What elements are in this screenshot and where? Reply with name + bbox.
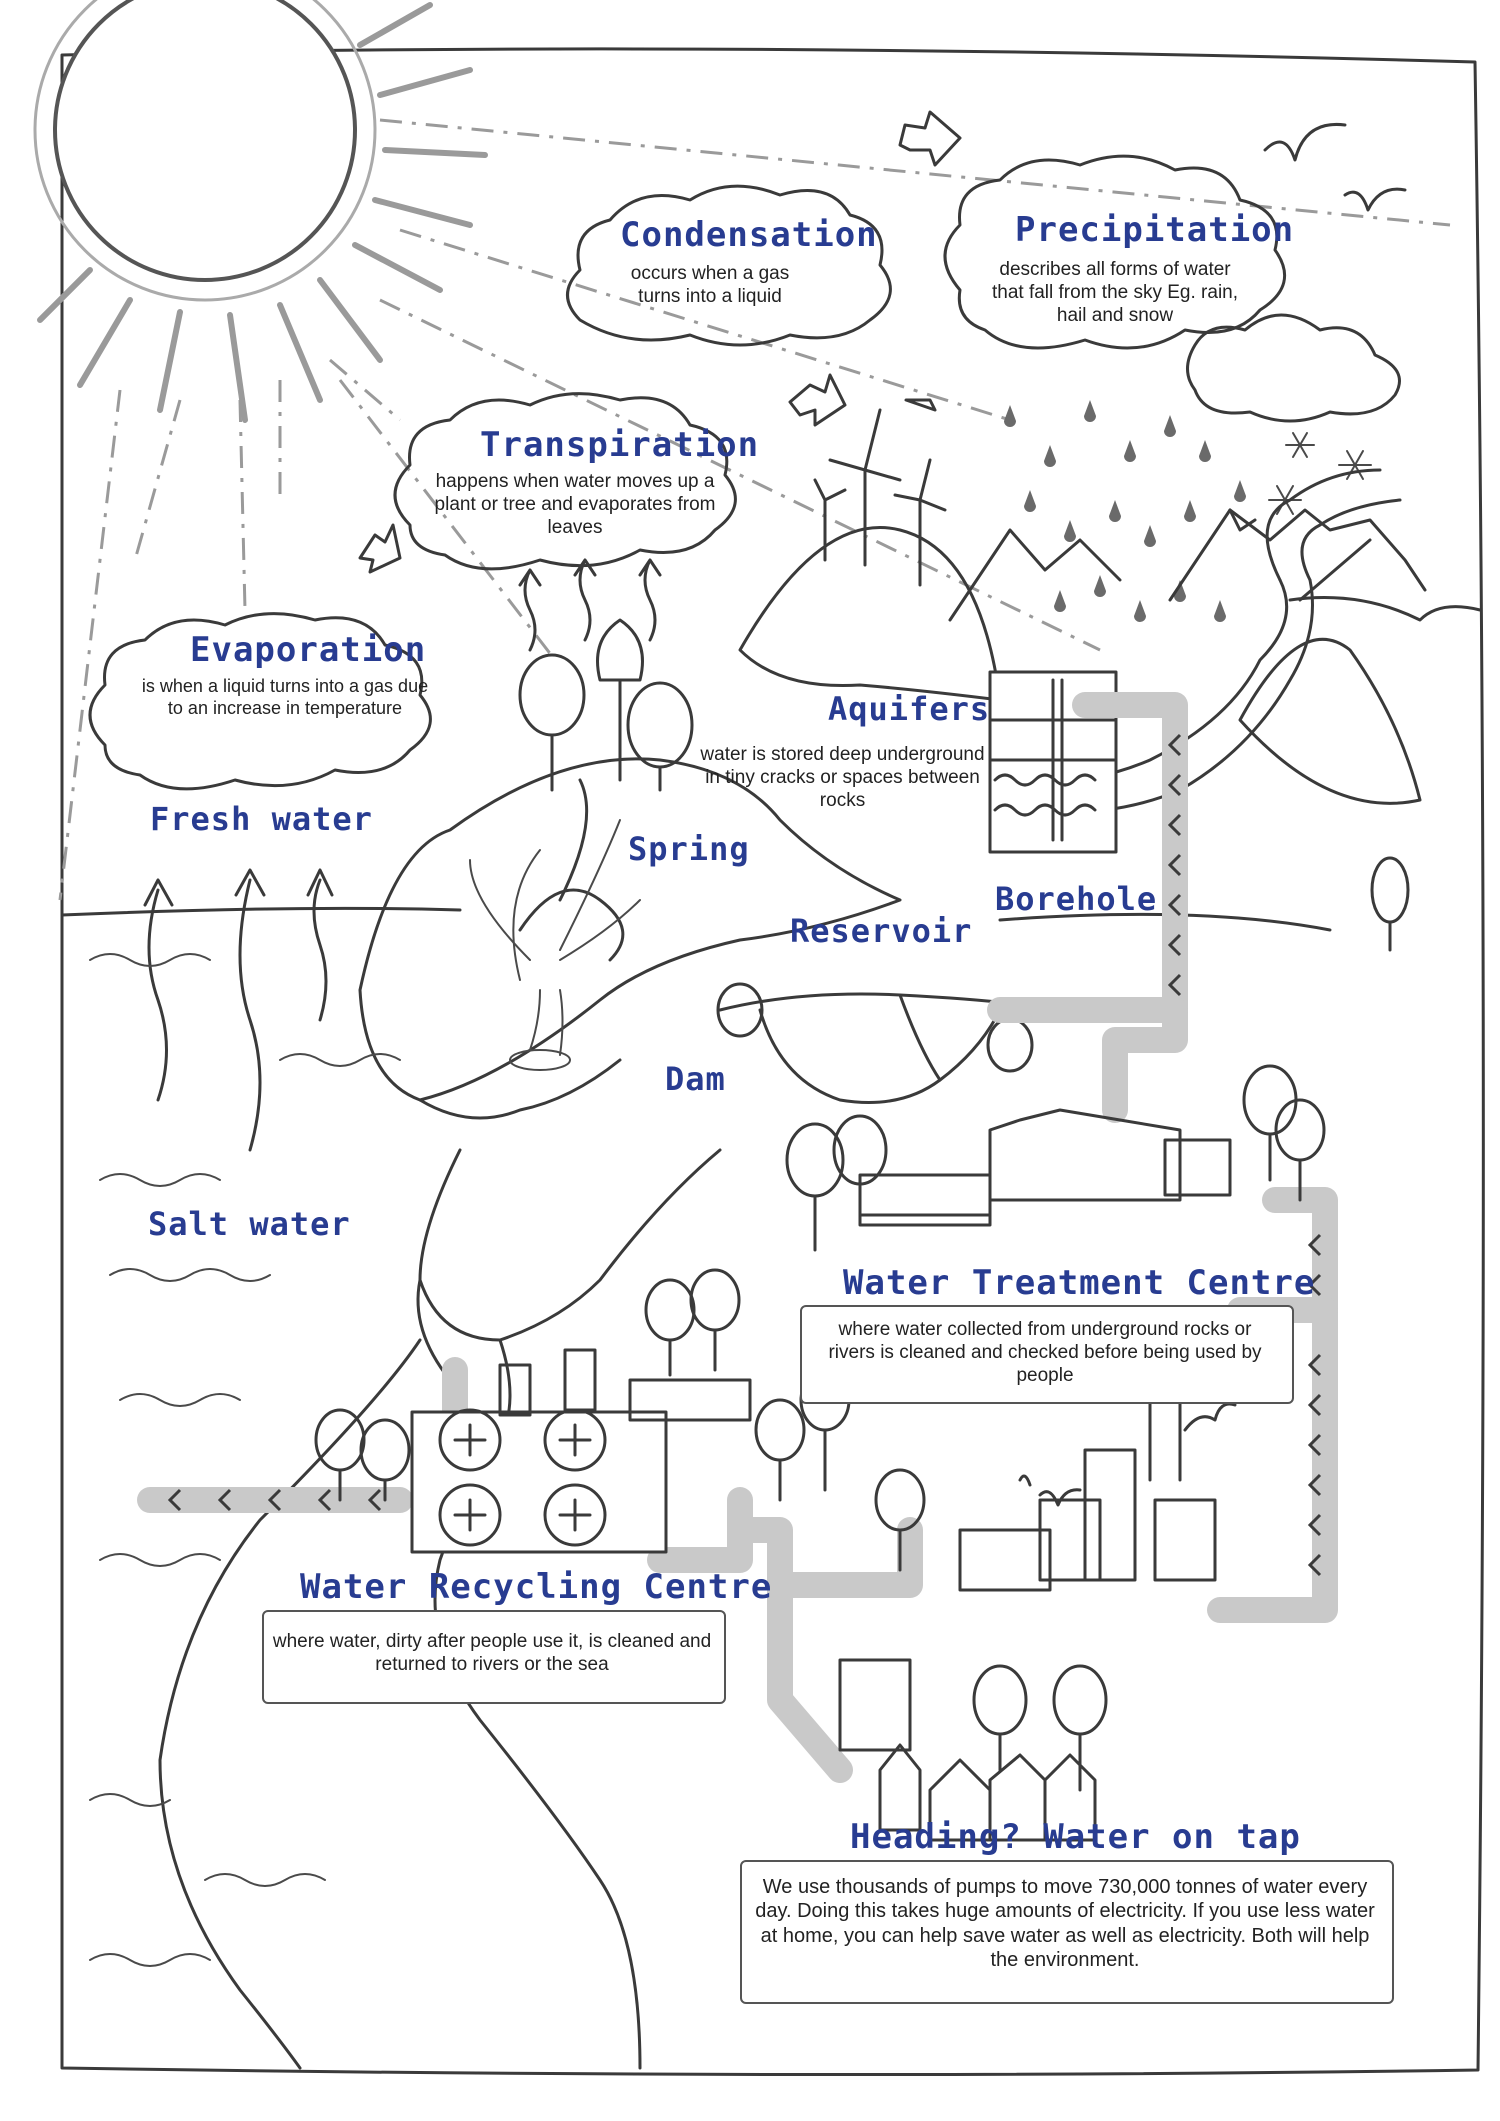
treatment-heading: Water Treatment Centre [843,1263,1316,1303]
rain-icon [1004,400,1246,622]
sun-icon [33,0,488,423]
wind-turbine-icon [813,408,947,587]
evaporation-cloud [88,612,432,791]
evaporation-heading: Evaporation [190,630,427,670]
shoreline [158,1148,722,2070]
recycling-building [410,1348,752,1554]
transpiration-arrows [518,558,662,652]
evaporation-text: is when a liquid turns into a gas due to… [141,676,429,718]
recycling-text-box [262,1610,726,1704]
treatment-building [858,1108,1232,1227]
reservoir-label: Reservoir [790,912,973,950]
tap-text: We use thousands of pumps to move 730,00… [755,1876,1375,1972]
tap-text-box [740,1860,1394,2004]
treatment-text-box [800,1305,1294,1404]
precipitation-cloud [943,154,1401,423]
tap-heading: Heading? Water on tap [850,1817,1301,1857]
evaporation-arrows [143,868,334,1152]
city-buildings [958,1378,1237,1592]
salt-water-label: Salt water [148,1205,351,1243]
spring-label: Spring [628,830,750,868]
precipitation-text: describes all forms of water that fall f… [991,259,1239,327]
condensation-text: occurs when a gas turns into a liquid [630,263,790,308]
treatment-text: where water collected from underground r… [828,1319,1262,1387]
waves [89,953,401,1967]
aquifers-text: water is stored deep underground in tiny… [700,744,985,812]
precipitation-heading: Precipitation [1015,210,1295,250]
recycling-heading: Water Recycling Centre [300,1567,773,1607]
recycling-text: where water, dirty after people use it, … [272,1631,712,1676]
borehole-label: Borehole [995,880,1158,918]
houses [838,1658,1097,1842]
condensation-cloud [566,184,892,347]
birds-icon [1018,122,1407,1507]
spring-fountain [469,819,641,1071]
trees-top [518,618,694,792]
transpiration-cloud [393,392,737,571]
page-border [58,47,1485,2077]
condensation-heading: Condensation [620,215,878,255]
windmill-hill [738,408,1002,702]
flow-arrows [358,110,962,574]
aquifers-heading: Aquifers [828,690,991,728]
spring-hill [358,757,902,1120]
transpiration-text: happens when water moves up a plant or t… [434,471,716,539]
fresh-water-label: Fresh water [150,800,373,838]
transpiration-heading: Transpiration [480,425,760,465]
pipe-chevrons [167,733,1322,1577]
snowflake-icon [1268,432,1372,515]
dam-label: Dam [665,1060,726,1098]
